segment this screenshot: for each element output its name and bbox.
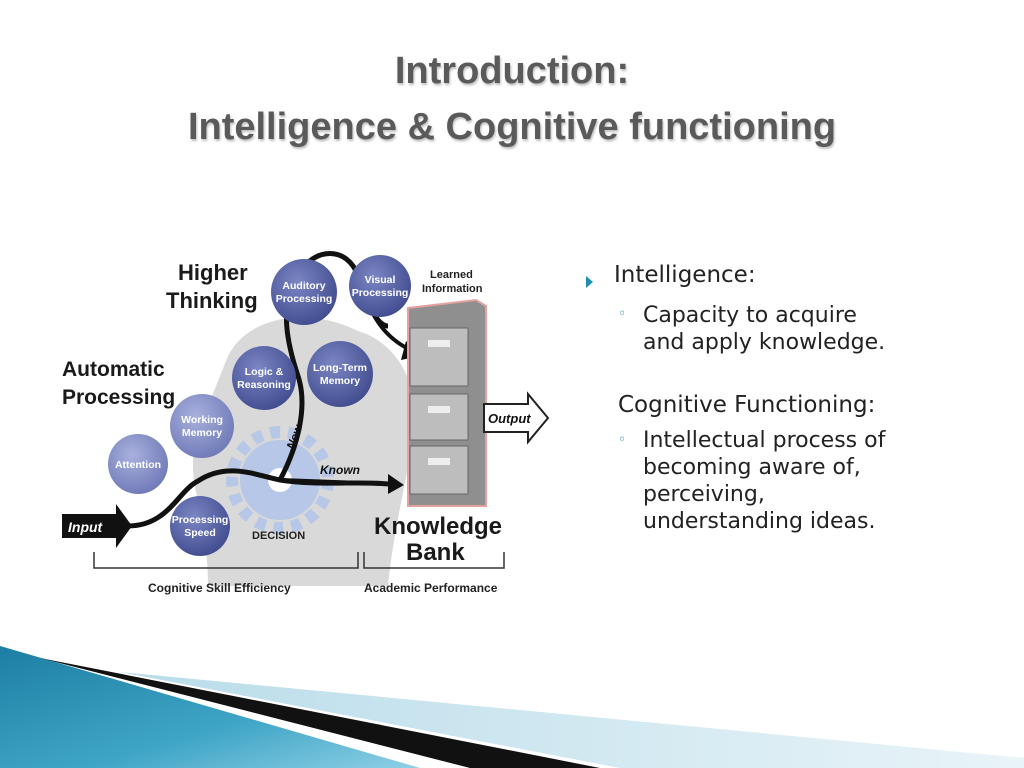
bullet-intelligence: Intelligence: — [614, 262, 756, 288]
working-memory-bubble — [170, 394, 234, 458]
automatic-processing-label-1: Automatic — [62, 358, 165, 381]
small-circle-icon: ◦ — [618, 306, 627, 322]
logic-reasoning-label-2: Reasoning — [237, 379, 291, 391]
processing-speed-bubble — [170, 496, 230, 556]
knowledge-bank-label-2: Bank — [406, 539, 465, 566]
working-memory-label-1: Working — [181, 414, 223, 426]
small-circle-icon: ◦ — [618, 432, 627, 448]
processing-speed-label-2: Speed — [184, 527, 216, 539]
auditory-processing-label-1: Auditory — [282, 280, 325, 292]
slide-title-line2: Intelligence & Cognitive functioning — [187, 106, 837, 148]
triangle-right-icon — [586, 276, 593, 288]
visual-processing-label-1: Visual — [365, 274, 396, 286]
long-term-memory-label-2: Memory — [320, 375, 360, 387]
visual-processing-bubble — [349, 255, 411, 317]
output-arrow — [483, 391, 550, 445]
attention-label: Attention — [115, 459, 161, 471]
academic-performance-label: Academic Performance — [364, 581, 498, 595]
logic-reasoning-bubble — [232, 346, 296, 410]
knowledge-bank-label-1: Knowledge — [374, 513, 502, 540]
output-label: Output — [488, 411, 531, 426]
learned-information-label-2: Information — [422, 283, 483, 295]
cognitive-term: Cognitive Functioning — [618, 392, 868, 418]
cognitive-definition-line3: perceiving, — [643, 482, 765, 507]
cognitive-processing-diagram: Input Attention Working Memory Processin… — [62, 251, 550, 595]
cognitive-definition-line1: Intellectual process of — [643, 428, 886, 453]
attention-bubble — [108, 434, 168, 494]
known-arrow — [279, 478, 389, 486]
cognitive-colon: : — [867, 392, 876, 418]
higher-thinking-label-2: Thinking — [166, 288, 258, 313]
intelligence-definition-line1: Capacity to acquire — [643, 303, 857, 328]
auditory-processing-label-2: Processing — [276, 293, 333, 305]
cognitive-skill-efficiency-label: Cognitive Skill Efficiency — [148, 581, 291, 595]
known-label: Known — [320, 463, 360, 477]
cognitive-bracket — [93, 552, 359, 569]
intelligence-definition-line2: and apply knowledge. — [643, 330, 886, 355]
learned-information-label-1: Learned — [430, 269, 473, 281]
working-memory-label-2: Memory — [182, 427, 222, 439]
intelligence-colon: : — [747, 262, 756, 288]
input-arrow — [62, 504, 132, 548]
input-label: Input — [68, 519, 104, 535]
auditory-processing-bubble — [271, 259, 337, 325]
filing-cabinet-icon — [407, 298, 487, 507]
long-term-memory-bubble — [307, 341, 373, 407]
academic-bracket — [363, 552, 505, 569]
bullet-cognitive-functioning: Cognitive Functioning: — [618, 392, 875, 418]
visual-processing-label-2: Processing — [352, 287, 409, 299]
known-arrowhead — [388, 474, 404, 494]
decision-label: DECISION — [252, 530, 305, 542]
higher-thinking-label-1: Higher — [178, 260, 248, 285]
logic-reasoning-label-1: Logic & — [245, 366, 284, 378]
processing-speed-label-1: Processing — [172, 514, 229, 526]
intelligence-term: Intelligence — [614, 262, 748, 288]
cognitive-definition-line4: understanding ideas. — [643, 509, 876, 534]
slide-title-line1: Introduction: — [394, 50, 630, 92]
long-term-memory-label-1: Long-Term — [313, 362, 367, 374]
cognitive-definition-line2: becoming aware of, — [643, 455, 861, 480]
automatic-processing-label-2: Processing — [62, 386, 175, 409]
footer-decoration — [0, 646, 1024, 768]
